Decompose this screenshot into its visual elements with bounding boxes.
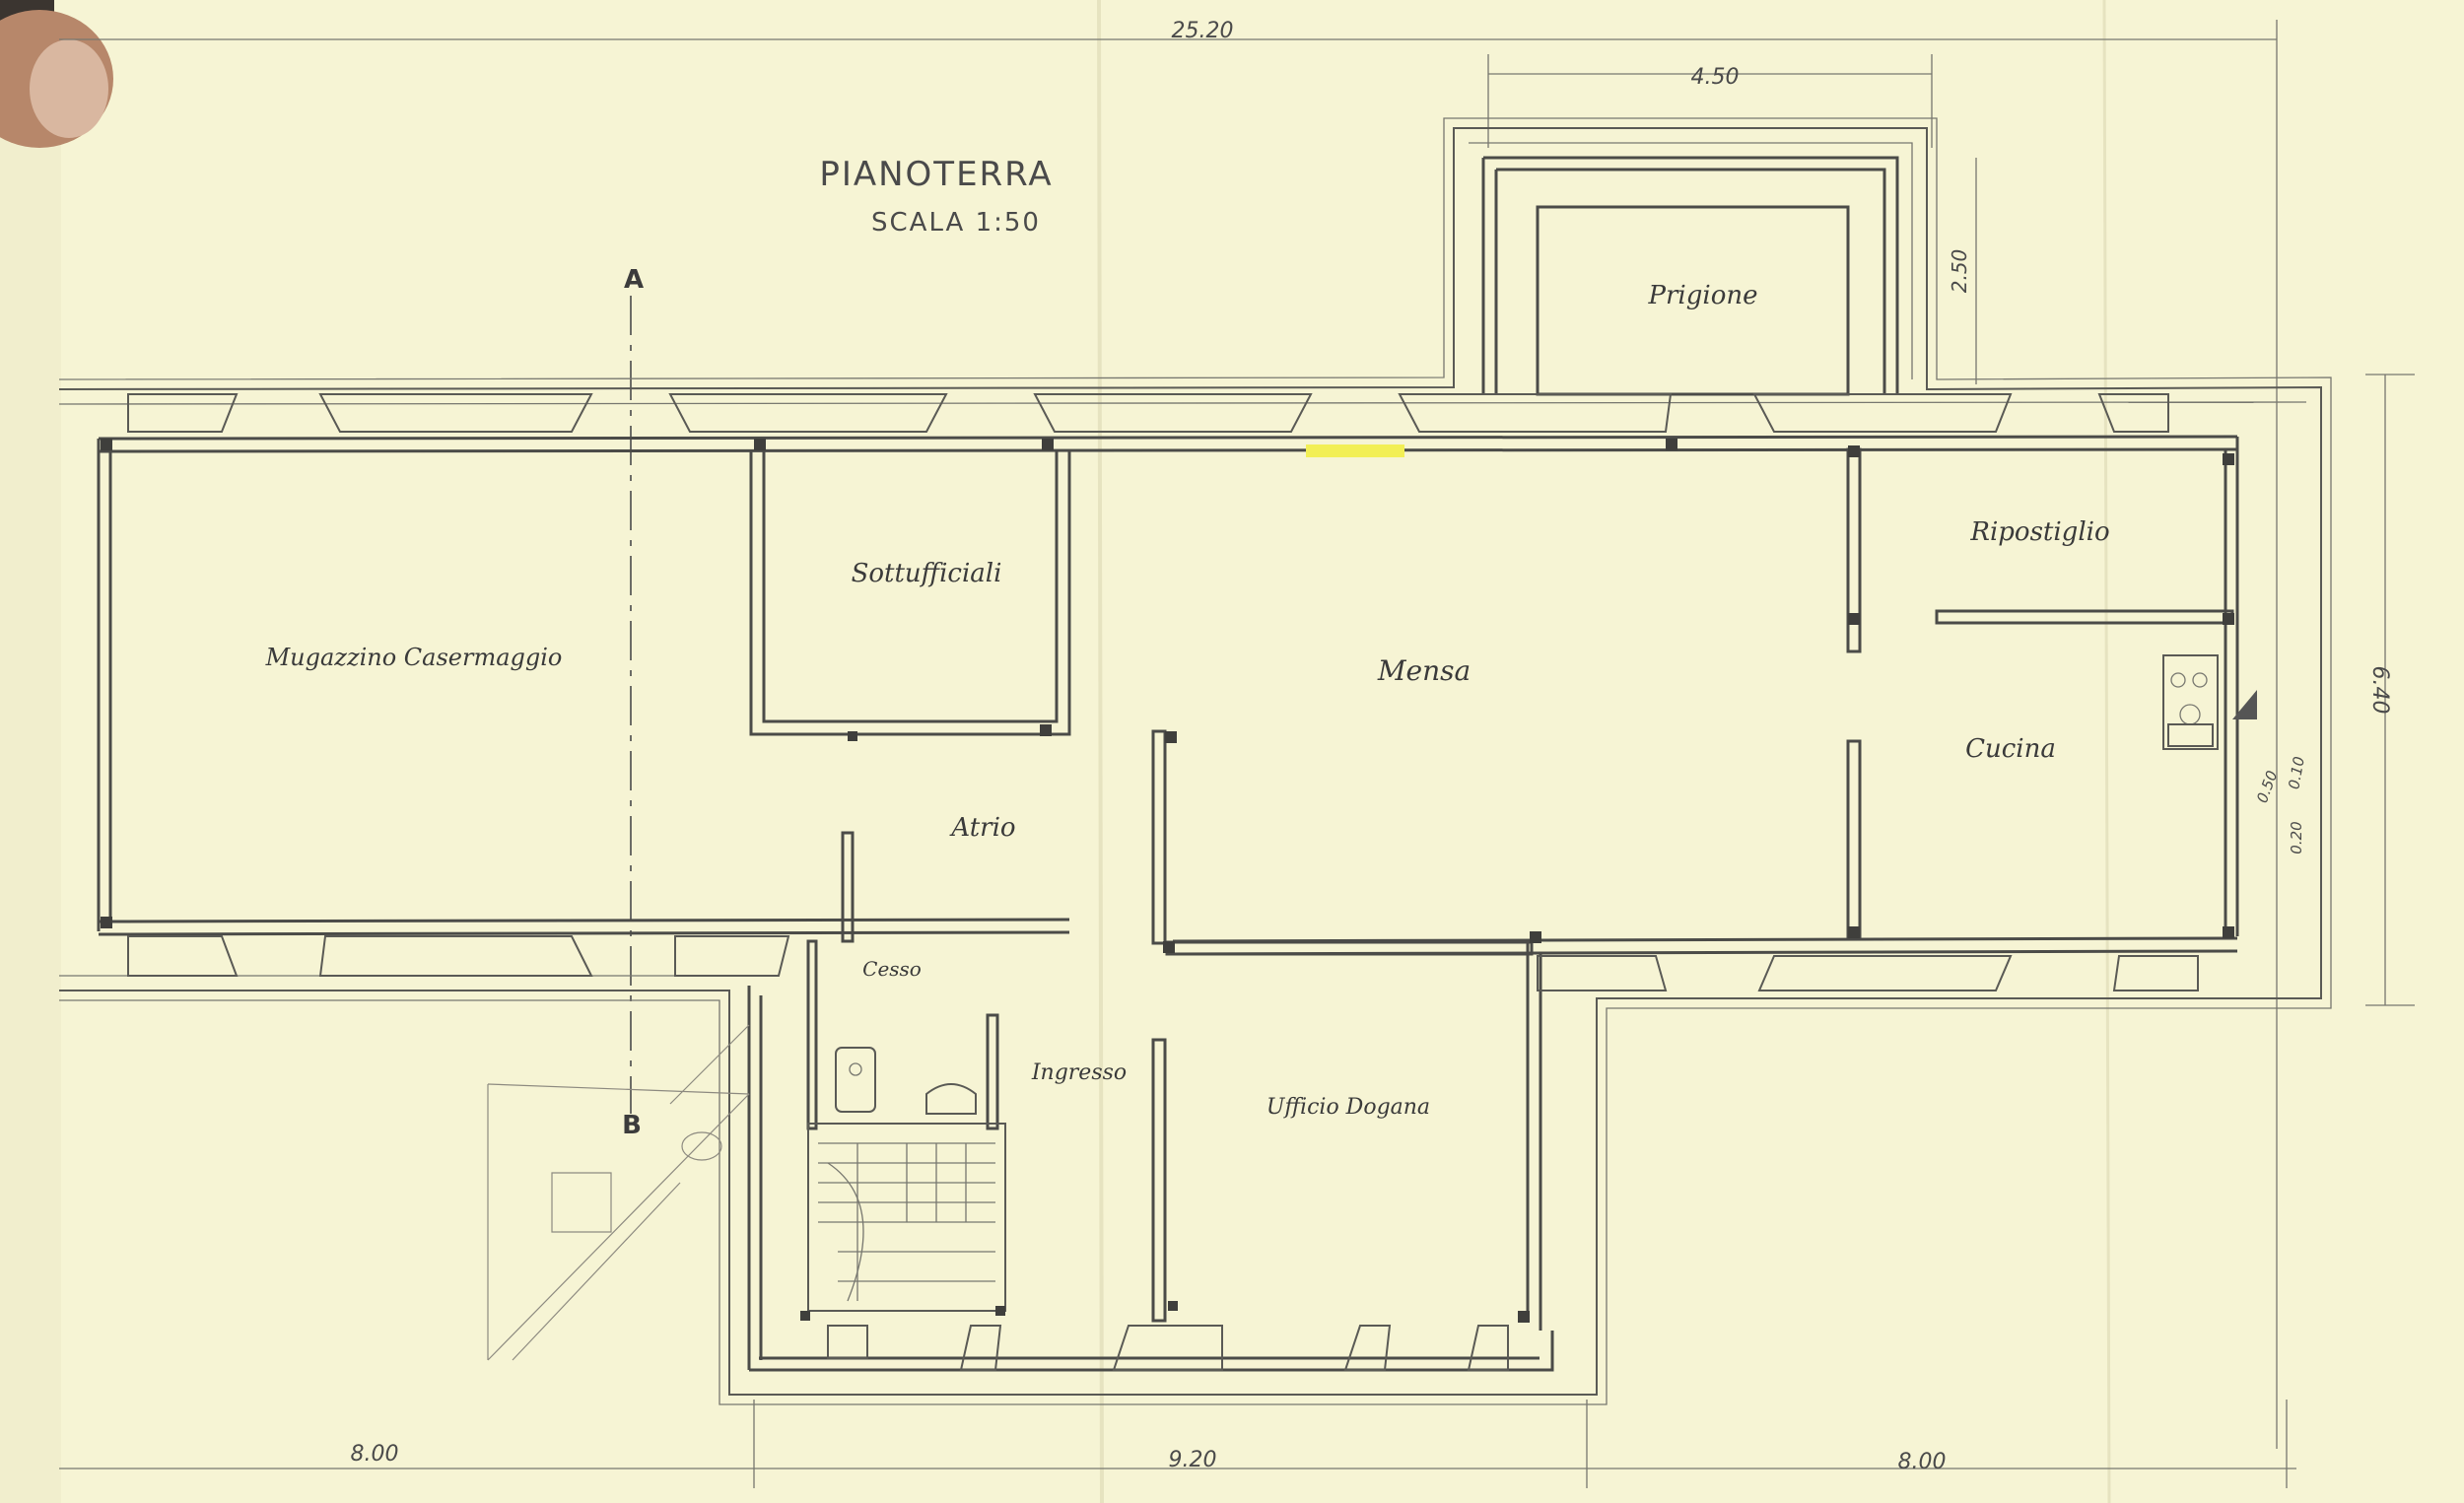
walls (97, 156, 2239, 1372)
dim-prigione-width: 4.50 (1691, 65, 1740, 90)
room-label-sottufficiali: Sottufficiali (852, 559, 1002, 588)
room-label-atrio: Atrio (949, 813, 1015, 843)
pencil-sketch (487, 1024, 750, 1361)
highlighted-window (1306, 444, 1404, 457)
paper-left-flap (0, 89, 61, 1503)
dimension-lines (59, 20, 2415, 1488)
dim-total-depth: 6.40 (2367, 666, 2392, 715)
room-label-mensa: Mensa (1377, 654, 1471, 687)
section-label-a: A (624, 265, 644, 295)
fold-line-center (1097, 0, 1104, 1503)
fold-line-right (2102, 0, 2111, 1503)
room-label-cesso: Cesso (862, 957, 922, 981)
toilet-fixtures (835, 1047, 977, 1115)
room-label-ingresso: Ingresso (1031, 1060, 1127, 1085)
room-label-ripostiglio: Ripostiglio (1969, 517, 2109, 547)
dim-wall-c: 0.20 (2288, 821, 2305, 854)
dim-total-width: 25.20 (1172, 19, 1234, 43)
dim-bottom-right: 8.00 (1898, 1450, 1947, 1474)
plan-scale: SCALA 1:50 (871, 208, 1041, 238)
room-label-ufficio: Ufficio Dogana (1266, 1095, 1430, 1120)
thumbnail-nail (30, 39, 108, 138)
windows (127, 393, 2199, 1371)
paper-sheet (54, 0, 2464, 1503)
section-line: A B (622, 265, 644, 1140)
section-label-b: B (622, 1111, 642, 1140)
dim-bottom-left: 8.00 (351, 1442, 399, 1467)
pillars (101, 439, 2234, 1323)
room-label-cucina: Cucina (1965, 734, 2056, 764)
room-label-prigione: Prigione (1648, 281, 1758, 310)
kitchen-stove (2162, 654, 2257, 750)
staircase (818, 1142, 995, 1302)
outer-outline (58, 117, 2332, 1405)
room-label-magazzino: Mugazzino Casermaggio (265, 644, 563, 671)
dim-wall-b: 0.10 (2285, 755, 2308, 790)
dim-bottom-center: 9.20 (1169, 1448, 1217, 1472)
plan-title: PIANOTERRA (819, 155, 1053, 194)
dim-prigione-depth: 2.50 (1948, 249, 1971, 294)
